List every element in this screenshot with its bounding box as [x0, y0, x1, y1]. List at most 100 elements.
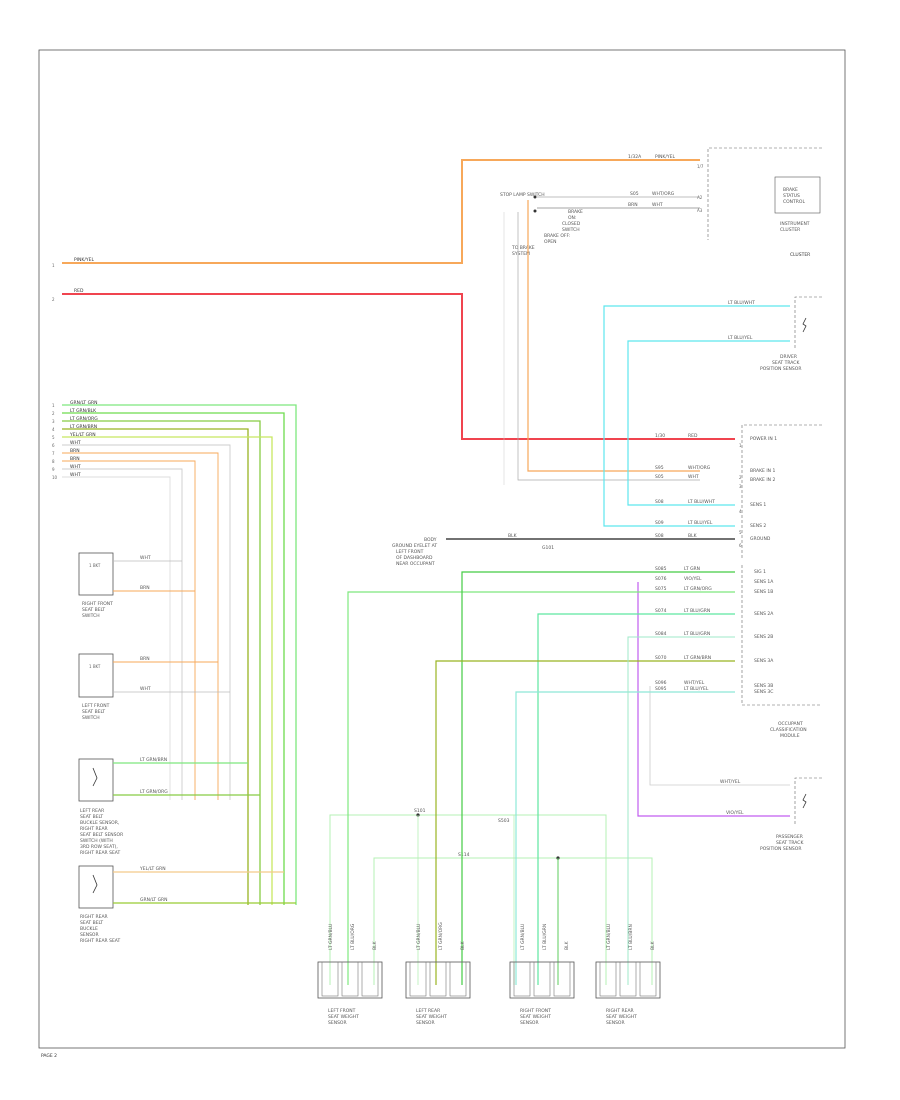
cluster-side-line-1: INSTRUMENT: [780, 221, 810, 227]
sensor-label-line: SEAT WEIGHT: [328, 1014, 359, 1020]
left-bundle-wire-color: GRN/LT GRN: [70, 400, 98, 406]
rcm-upper-wire-id: S05: [655, 474, 664, 480]
cluster-top-wire-a: 1/32A: [628, 154, 642, 160]
bus-black: [373, 857, 653, 985]
rf-switch-wire-1-label: WHT: [140, 555, 151, 561]
left-bundle-pin: 4: [52, 427, 55, 432]
sensor-wire-label: LT BLU/GRN: [542, 924, 548, 950]
rcm-lower-wire-color: LT GRN/ORG: [684, 586, 712, 592]
rcm-lower-wire-color: LT GRN: [684, 566, 700, 572]
sensor-cell: [513, 961, 531, 997]
sensor-label-line: SENSOR: [520, 1020, 539, 1026]
lr-buckle-wire-2-label: LT GRN/ORG: [140, 789, 168, 795]
rcm-upper-wire-color: LT BLU/WHT: [688, 499, 715, 505]
switch-wire-2-a: BRN: [628, 202, 638, 208]
rcm-lower-wire-id: S084: [655, 631, 667, 637]
sensor-cell: [361, 961, 379, 997]
left-bundle-wire: [62, 436, 273, 905]
sensor-wire-label: LT BLU/BRN: [628, 924, 634, 950]
rr-buckle-wire-2-label: GRN/LT GRN: [140, 897, 168, 903]
rcm-lower-wire-id: S075: [655, 586, 667, 592]
sensor-cell: [533, 961, 551, 997]
svg-text:OPEN: OPEN: [544, 239, 556, 245]
switch-wire-1-b: WHT/ORG: [652, 191, 675, 197]
splice-s503-label: S503: [498, 818, 510, 824]
sensor-wire-label: LT BLU/ORG: [350, 923, 356, 950]
sensor-label-line: LEFT FRONT: [328, 1008, 356, 1014]
sensor-wire-label: BLK: [460, 940, 466, 950]
sig-lt-blu-brn: [627, 636, 735, 985]
brake-status-line-2: STATUS: [783, 193, 800, 199]
cluster-pin-c: A3: [697, 208, 703, 213]
switch-wire-1-a: S05: [630, 191, 639, 197]
passenger-seat-track-sensor: WHT/YEL VIO/YEL PASSENGER SEAT TRACK POS…: [637, 582, 822, 852]
rcm-lower-wire-id: S085: [655, 566, 667, 572]
driver-sensor-label-2: SEAT TRACK: [772, 360, 800, 366]
left-bundle-pin: 3: [52, 419, 55, 424]
rf-switch-pin-a: 1 BKT: [89, 563, 101, 568]
rcm-lower-wire-id: S095: [655, 686, 667, 692]
rcm-lower-wire-color: LT BLU/YEL: [684, 686, 709, 692]
sensor-wire-label: BLK: [650, 940, 656, 950]
pass-sensor-wire-1: WHT/YEL: [720, 779, 741, 785]
wire-red-label: RED: [74, 288, 84, 294]
lr-buckle-label-line: RIGHT REAR SEAT: [80, 850, 121, 856]
brake-drop-orange: [527, 200, 700, 472]
left-bundle-pin: 9: [52, 467, 55, 472]
sensor-wire-label: LT GRN/BLU: [520, 924, 526, 950]
module-label-2: CLASSIFICATION: [770, 727, 807, 733]
rcm-lower-pin-func: SENS 1B: [754, 589, 773, 595]
rf-switch-label-2: SEAT BELT: [82, 607, 105, 613]
left-bundle-wire-color: BRN: [70, 448, 80, 454]
switch-wire-2-b: WHT: [652, 202, 663, 208]
lr-buckle-box: [78, 758, 114, 802]
rcm-upper-pin-num: 3: [739, 484, 742, 489]
brake-status-line-1: BRAKE: [783, 187, 798, 193]
rr-buckle-wire-1-label: YEL/LT GRN: [139, 866, 166, 872]
rf-switch-label-3: SWITCH: [82, 613, 100, 619]
module-label-3: MODULE: [780, 733, 800, 739]
rcm-upper-wire-id: S95: [655, 465, 664, 471]
rr-buckle-symbol: [92, 874, 98, 894]
rcm-lower-wire-id: S076: [655, 576, 667, 582]
cluster-pin-a: 1/7: [697, 164, 704, 169]
rcm-upper-pin-num: 2: [739, 475, 742, 480]
rcm-upper-wire-color: LT BLU/YEL: [688, 520, 713, 526]
lr-buckle-label-line: RIGHT REAR: [80, 826, 108, 832]
rcm-upper-wire-color: WHT/ORG: [688, 465, 711, 471]
left-bundle-wire: [62, 452, 219, 800]
wire-red: [62, 293, 735, 440]
sensor-cell: [341, 961, 359, 997]
driver-sensor-wire-1: LT BLU/WHT: [728, 300, 755, 306]
left-bundle-wire: [62, 460, 196, 800]
rcm-lower-pin-func: SENS 3A: [754, 658, 774, 664]
left-bundle-wire-color: LT GRN/BRN: [70, 424, 97, 430]
sensor-wire-label: BLK: [564, 940, 570, 950]
lr-buckle-label-line: SEAT BELT SENSOR: [80, 832, 123, 838]
splice-s114-label: S114: [458, 852, 470, 858]
left-bundle-wire: [62, 428, 249, 905]
stop-lamp-switch-label: STOP LAMP SWITCH: [500, 192, 545, 198]
svg-text:NEAR OCCUPANT: NEAR OCCUPANT: [396, 561, 435, 567]
cluster-side-line-2: CLUSTER: [780, 227, 800, 233]
wire-lt-blu-yel: [627, 340, 790, 506]
sensor-label-line: SEAT WEIGHT: [606, 1014, 637, 1020]
rcm-upper-wire-color: WHT: [688, 474, 699, 480]
sensor-label-line: RIGHT FRONT: [520, 1008, 551, 1014]
rcm-upper-pin-num: 6: [739, 543, 742, 548]
lr-buckle-label-line: BUCKLE SENSOR,: [80, 820, 119, 826]
driver-sensor-label-3: POSITION SENSOR: [760, 366, 801, 372]
sig-lt-grn-org: [461, 571, 735, 985]
svg-text:GROUND EYELET AT: GROUND EYELET AT: [392, 543, 437, 549]
left-bundle-wire: [62, 468, 183, 800]
lr-buckle-label-line: LEFT REAR: [80, 808, 104, 814]
rr-buckle-label-line: RIGHT REAR SEAT: [80, 938, 121, 944]
front-seat-belt-switches: 1 BKT WHT BRN RIGHT FRONT SEAT BELT SWIT…: [78, 552, 230, 721]
lr-buckle-wire-1-label: LT GRN/BRN: [140, 757, 167, 763]
svg-text:TO BRAKE: TO BRAKE: [511, 245, 535, 251]
